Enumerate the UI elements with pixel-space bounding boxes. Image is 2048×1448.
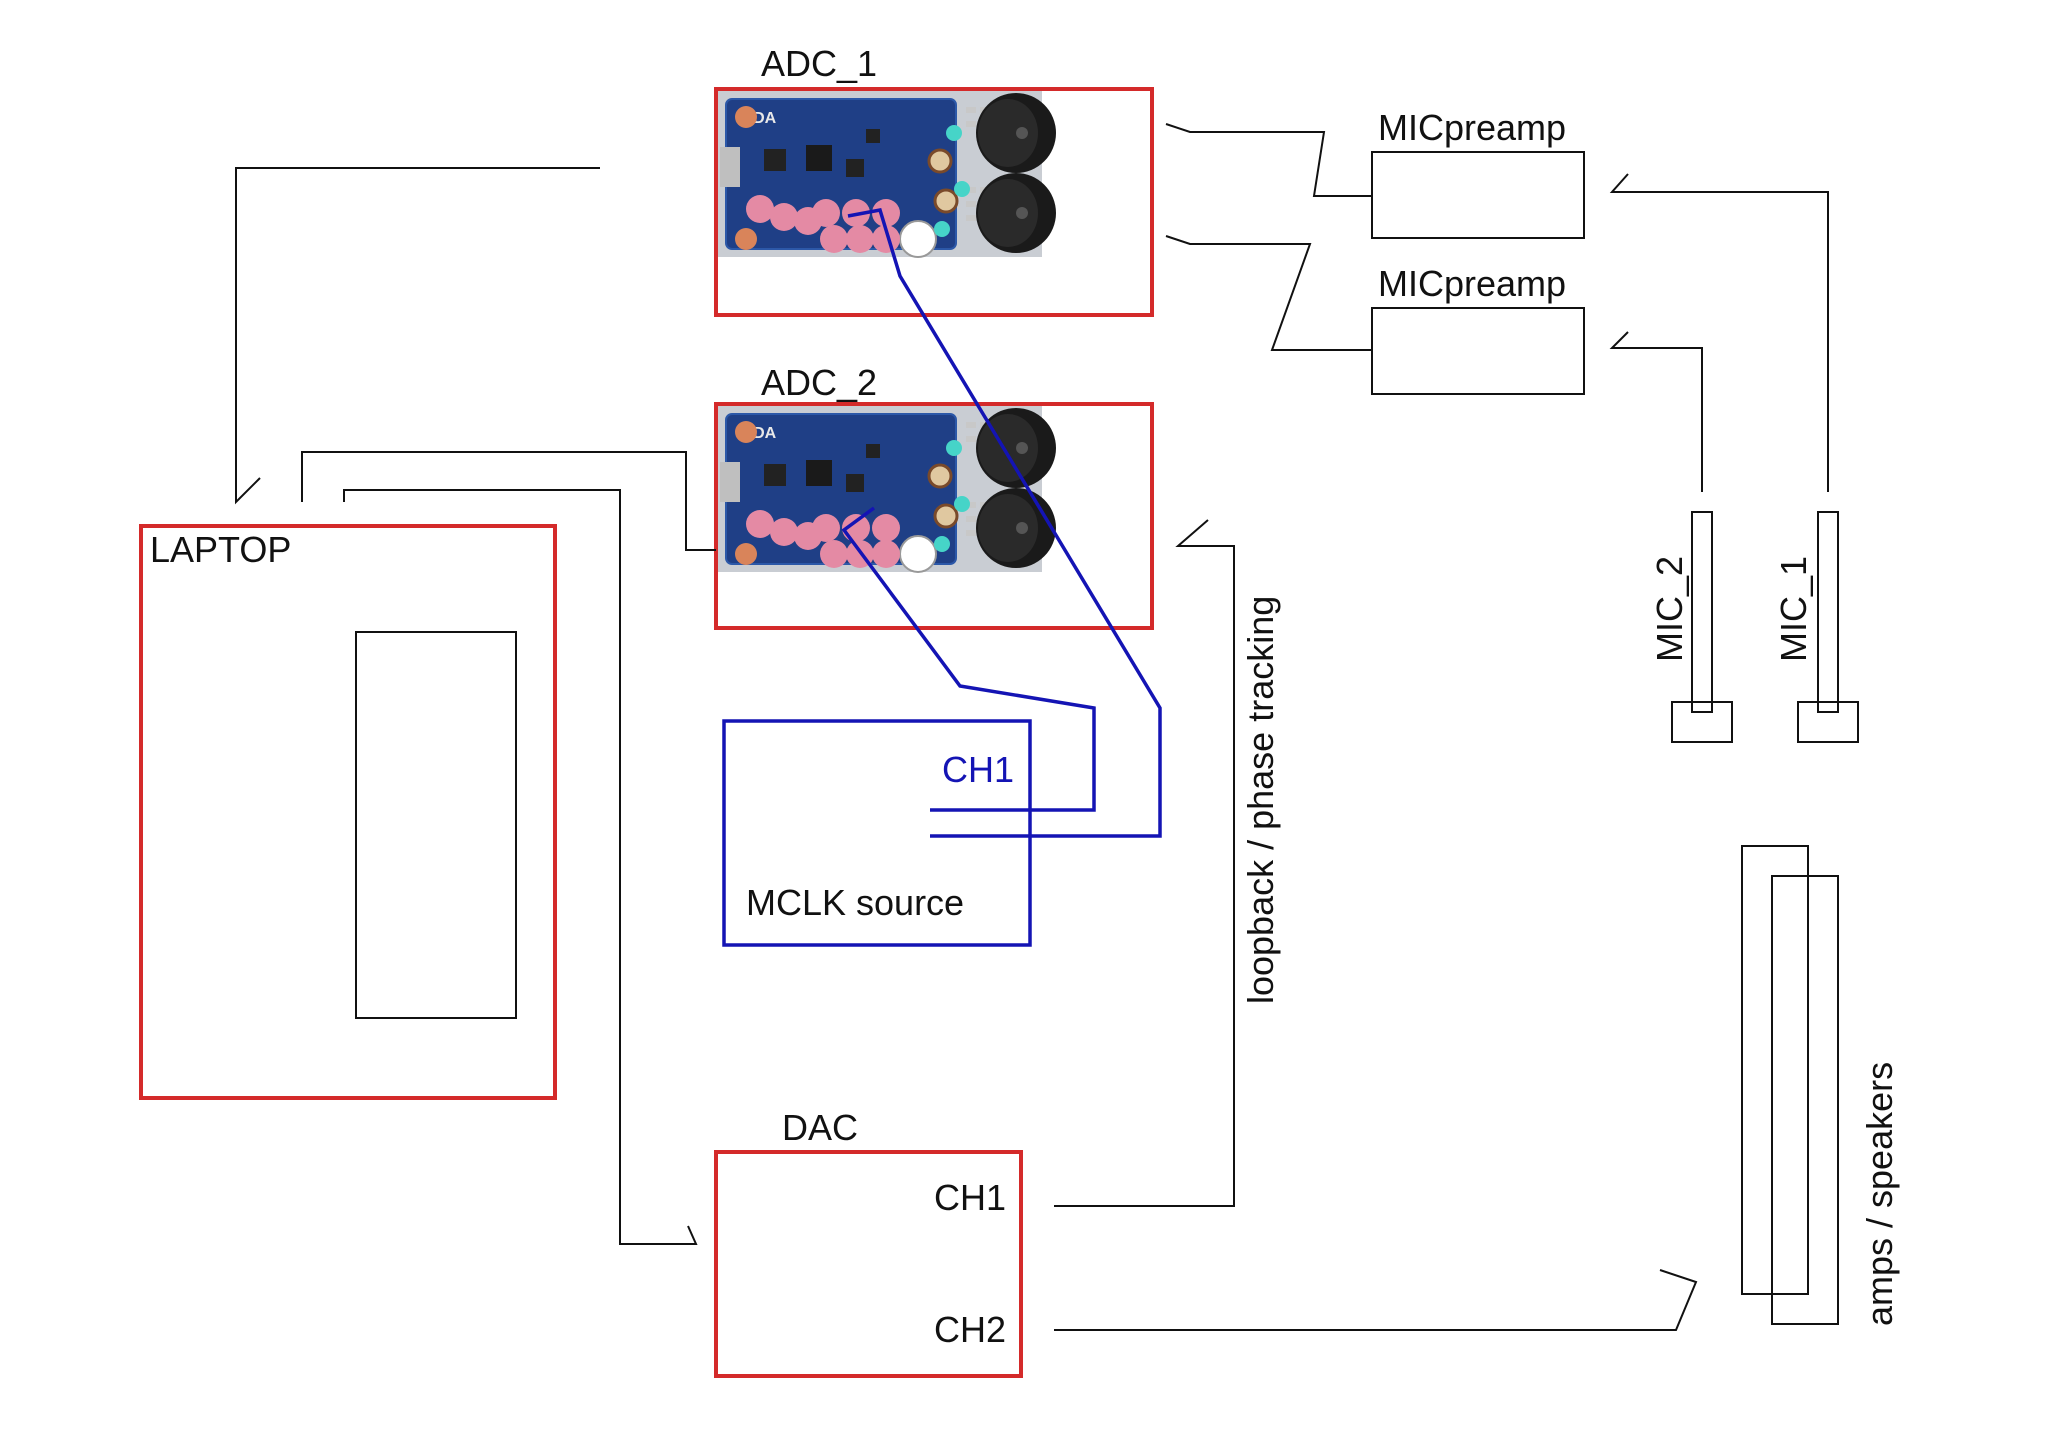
mic2-base <box>1671 701 1733 743</box>
wire-dac-loopback-adc2 <box>1054 519 1235 1207</box>
adc1-label: ADC_1 <box>761 43 877 84</box>
dac-ch2-label: CH2 <box>934 1309 1006 1350</box>
mclk-source-box <box>722 719 1032 947</box>
wire-mclk-adc2 <box>841 506 1096 812</box>
wire-mic2-preamp2 <box>1609 331 1703 492</box>
adc1-board <box>714 87 1154 317</box>
clock-wires <box>841 207 1162 838</box>
adc2-label: ADC_2 <box>761 362 877 403</box>
micpreamp1-box <box>1371 151 1585 239</box>
dac-ch1-label: CH1 <box>934 1177 1006 1218</box>
micpreamp1-label: MICpreamp <box>1378 107 1566 148</box>
adc2-box <box>714 402 1154 630</box>
amps-label: amps / speakers <box>1859 1062 1900 1326</box>
wire-laptop-adc2 <box>301 451 716 551</box>
mic2: MIC_2 <box>1649 511 1733 743</box>
wire-mic1-preamp1 <box>1609 173 1829 492</box>
micpreamp2-box <box>1371 307 1585 395</box>
wire-dac-amps <box>1054 1269 1698 1331</box>
mic1: MIC_1 <box>1773 511 1859 743</box>
micpreamp2-label: MICpreamp <box>1378 263 1566 304</box>
amp-box-2 <box>1771 875 1839 1325</box>
dac-label: DAC <box>782 1107 858 1148</box>
mic1-label: MIC_1 <box>1773 556 1814 662</box>
mclk-source-label: MCLK source <box>746 882 964 923</box>
mic1-body <box>1817 511 1839 713</box>
mic2-body <box>1691 511 1713 713</box>
adc2-board <box>714 402 1154 630</box>
wire-laptop-adc1 <box>235 167 600 505</box>
laptop-screen <box>355 631 517 1019</box>
adc1-box <box>714 87 1154 317</box>
amp-box-1 <box>1741 845 1809 1295</box>
wire-laptop-dac <box>343 489 698 1245</box>
wire-preamp2-adc1 <box>1165 235 1372 351</box>
wire-mclk-adc1 <box>847 207 1162 838</box>
mic2-label: MIC_2 <box>1649 556 1690 662</box>
wire-preamp1-adc1 <box>1165 123 1372 197</box>
loopback-label: loopback / phase tracking <box>1240 596 1281 1004</box>
dac-box <box>714 1150 1023 1378</box>
mic1-base <box>1797 701 1859 743</box>
laptop-box <box>139 524 557 1100</box>
wires <box>235 123 1829 1331</box>
pcb-board-icon <box>714 402 1058 574</box>
mclk-ch1-label: CH1 <box>942 749 1014 790</box>
laptop-label: LAPTOP <box>150 529 291 570</box>
